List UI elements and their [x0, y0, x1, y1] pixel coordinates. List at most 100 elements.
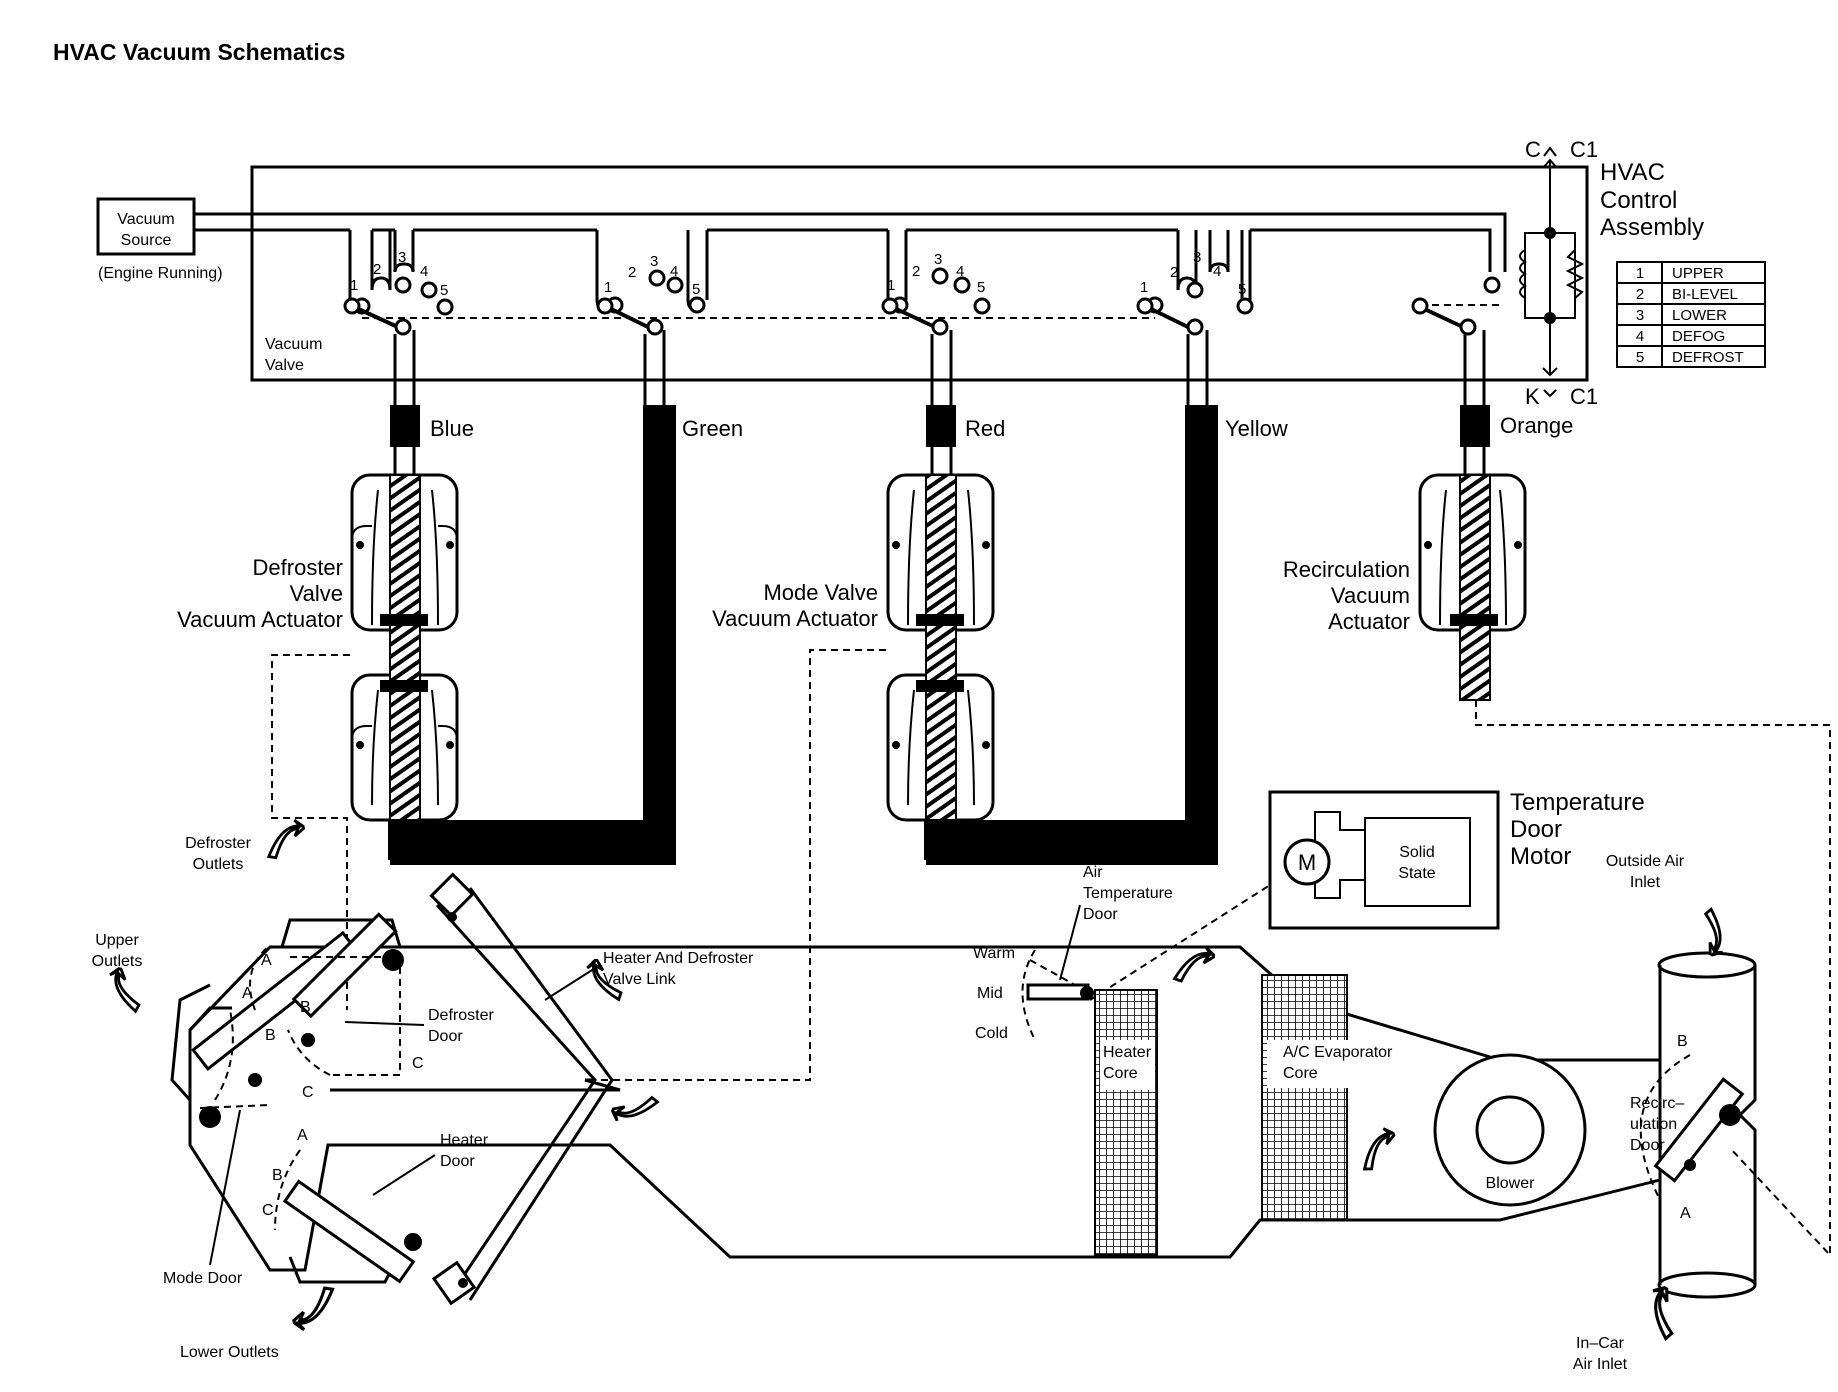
svg-text:B: B: [272, 1167, 283, 1184]
svg-text:Door: Door: [1630, 1137, 1665, 1154]
svg-text:State: State: [1398, 865, 1435, 882]
svg-text:B: B: [1677, 1033, 1688, 1050]
svg-text:Defroster: Defroster: [428, 1007, 494, 1024]
hose-yellow-label: Yellow: [1225, 416, 1288, 441]
air-temperature-door: Air Temperature Door Warm Mid Cold: [973, 864, 1173, 1042]
svg-text:3: 3: [934, 251, 942, 268]
svg-text:Outlets: Outlets: [193, 856, 244, 873]
svg-text:Actuator: Actuator: [1328, 609, 1410, 634]
defroster-door: [287, 912, 404, 1076]
svg-text:4: 4: [670, 263, 678, 280]
hose-green-label: Green: [682, 416, 743, 441]
svg-text:Valve Link: Valve Link: [603, 971, 677, 988]
svg-text:2: 2: [628, 264, 636, 281]
svg-text:B: B: [300, 999, 311, 1016]
svg-text:Upper: Upper: [95, 932, 139, 949]
svg-text:In–Car: In–Car: [1576, 1335, 1625, 1352]
svg-text:Solid: Solid: [1399, 844, 1435, 861]
svg-text:A: A: [261, 952, 272, 969]
svg-text:Vacuum: Vacuum: [117, 211, 175, 228]
svg-text:Door: Door: [440, 1153, 475, 1170]
svg-text:3: 3: [1193, 249, 1201, 266]
hvac-control-assembly-label: C C1 K C1 HVAC Control Assembly: [1525, 137, 1704, 409]
svg-text:C1: C1: [1570, 384, 1598, 409]
svg-text:Cold: Cold: [975, 1025, 1008, 1042]
svg-text:Heater And Defroster: Heater And Defroster: [603, 950, 754, 967]
svg-text:3: 3: [1636, 307, 1644, 324]
page-title: HVAC Vacuum Schematics: [53, 39, 345, 65]
mode-legend-table: 1 UPPER 2 BI-LEVEL 3 LOWER 4 DEFOG 5 DEF…: [1616, 261, 1766, 368]
svg-text:Valve: Valve: [290, 581, 343, 606]
svg-text:C: C: [1525, 137, 1541, 162]
svg-text:Outlets: Outlets: [92, 953, 143, 970]
hvac-module-case: [170, 872, 1662, 1306]
svg-text:1: 1: [887, 277, 895, 294]
actuator-linkages: [271, 649, 1831, 1258]
svg-text:Mid: Mid: [977, 985, 1003, 1002]
svg-text:1: 1: [604, 279, 612, 296]
svg-text:1: 1: [1636, 265, 1644, 282]
svg-text:Assembly: Assembly: [1600, 214, 1704, 241]
svg-text:1: 1: [1140, 279, 1148, 296]
temperature-door-motor: M Solid State Temperature Door Motor: [1268, 789, 1645, 930]
svg-text:Control: Control: [1600, 187, 1677, 214]
svg-text:C: C: [412, 1055, 424, 1072]
svg-text:Temperature: Temperature: [1083, 885, 1173, 902]
svg-text:Outside Air: Outside Air: [1606, 853, 1685, 870]
heater-door: [274, 1149, 422, 1284]
door-position-letters: A B C A B C A B C B A: [242, 952, 1691, 1222]
svg-text:5: 5: [977, 279, 985, 296]
svg-text:5: 5: [1238, 281, 1246, 298]
svg-text:Blower: Blower: [1486, 1175, 1536, 1192]
svg-text:A: A: [242, 985, 253, 1002]
svg-text:Source: Source: [121, 232, 172, 249]
svg-text:2: 2: [1170, 264, 1178, 281]
svg-text:A: A: [297, 1127, 308, 1144]
svg-text:1: 1: [350, 277, 358, 294]
svg-text:K: K: [1525, 384, 1540, 409]
svg-text:Vacuum Actuator: Vacuum Actuator: [712, 606, 878, 631]
svg-text:ulation: ulation: [1630, 1116, 1677, 1133]
svg-text:Air: Air: [1083, 864, 1103, 881]
svg-text:3: 3: [650, 253, 658, 270]
svg-text:Defroster: Defroster: [185, 835, 251, 852]
svg-text:A: A: [1680, 1205, 1691, 1222]
duct-labels: Defroster Outlets Upper Outlets Lower Ou…: [92, 835, 1685, 1373]
hose-blue-label: Blue: [430, 416, 474, 441]
vacuum-hoses: Blue Green Red Yellow Orange: [390, 330, 1573, 865]
svg-text:DEFROST: DEFROST: [1672, 349, 1744, 366]
hose-red-label: Red: [965, 416, 1005, 441]
svg-text:Mode Door: Mode Door: [163, 1270, 243, 1287]
engine-running-note: (Engine Running): [98, 265, 223, 282]
blower: Blower: [1433, 1053, 1587, 1207]
svg-text:C: C: [302, 1084, 314, 1101]
svg-text:Inlet: Inlet: [1630, 874, 1661, 891]
svg-text:BI-LEVEL: BI-LEVEL: [1672, 286, 1738, 303]
svg-text:Warm: Warm: [973, 945, 1015, 962]
svg-text:Core: Core: [1283, 1065, 1318, 1082]
motor-icon: [1283, 838, 1331, 886]
valve-ports: 1 2 3 4 5 1 2 3 4 5 1 2 3 4 5 1 2 3 4 5: [350, 249, 1501, 316]
svg-text:4: 4: [1213, 263, 1221, 280]
svg-text:Temperature: Temperature: [1510, 789, 1645, 816]
svg-text:5: 5: [440, 282, 448, 299]
evaporator-core: A/C Evaporator Core: [1261, 974, 1407, 1221]
svg-text:Vacuum: Vacuum: [1331, 583, 1410, 608]
svg-text:Core: Core: [1103, 1065, 1138, 1082]
control-coil-circuit: [1519, 158, 1585, 377]
svg-text:4: 4: [420, 263, 428, 280]
svg-text:5: 5: [692, 281, 700, 298]
svg-text:Lower Outlets: Lower Outlets: [180, 1344, 279, 1361]
svg-text:2: 2: [1636, 286, 1644, 303]
svg-text:A/C Evaporator: A/C Evaporator: [1283, 1044, 1393, 1061]
svg-text:Door: Door: [428, 1028, 463, 1045]
heater-core: Heater Core: [1094, 989, 1158, 1256]
svg-text:LOWER: LOWER: [1672, 307, 1727, 324]
svg-text:Vacuum: Vacuum: [265, 336, 323, 353]
svg-text:4: 4: [956, 263, 964, 280]
mode-valve-vacuum-actuator: Mode Valve Vacuum Actuator: [712, 473, 995, 860]
svg-text:Vacuum Actuator: Vacuum Actuator: [177, 607, 343, 632]
svg-text:HVAC: HVAC: [1600, 159, 1665, 186]
svg-text:Air Inlet: Air Inlet: [1573, 1356, 1628, 1373]
